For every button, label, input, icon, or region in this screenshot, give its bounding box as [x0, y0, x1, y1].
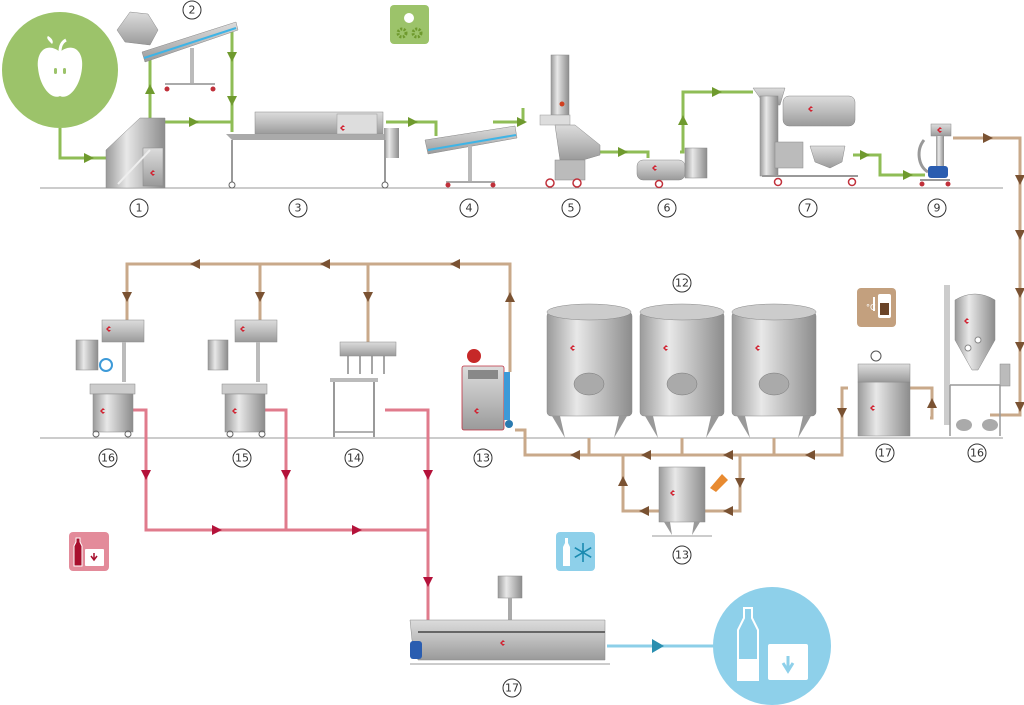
final-product-badge — [713, 587, 831, 705]
green-arrows — [84, 52, 913, 180]
red-arrows — [141, 470, 433, 587]
station-labels: 1 2 3 4 5 6 7 9 16 17 12 13 13 14 15 16 … — [98, 0, 987, 698]
svg-text:°C: °C — [866, 303, 876, 312]
station-number-text: 12 — [675, 277, 689, 290]
machine-3[interactable] — [226, 111, 399, 189]
station-number-text: 6 — [664, 202, 671, 215]
station-number-text: 17 — [878, 447, 892, 460]
station-number-4: 4 — [459, 198, 479, 218]
raw-fruit-badge — [2, 12, 118, 128]
station-number-16-filler: 16 — [98, 448, 118, 468]
bottle-box-icon — [73, 537, 104, 567]
station-number-15: 15 — [232, 448, 252, 468]
station-number-5: 5 — [561, 198, 581, 218]
station-number-3: 3 — [288, 198, 308, 218]
station-number-13-dosing: 13 — [672, 545, 692, 565]
station-number-text: 5 — [568, 202, 575, 215]
machine-14[interactable] — [330, 341, 397, 437]
station-number-text: 15 — [235, 452, 249, 465]
cooling-badge — [556, 532, 595, 571]
station-number-17-homogenizer: 17 — [875, 443, 895, 463]
machine-4[interactable] — [424, 125, 518, 188]
red-flow — [128, 408, 430, 625]
apple-gears-icon — [396, 13, 423, 39]
machine-7[interactable] — [752, 87, 858, 187]
station-number-16-deaerator: 16 — [967, 443, 987, 463]
bottle-snowflake-icon — [563, 538, 592, 566]
storage-tank-2[interactable] — [639, 303, 725, 438]
station-number-6: 6 — [657, 198, 677, 218]
machine-17-homogenizer[interactable] — [857, 350, 911, 437]
brown-arrows — [122, 133, 1024, 516]
machine-2[interactable] — [116, 11, 239, 92]
apple-icon — [37, 36, 83, 97]
station-number-14: 14 — [344, 448, 364, 468]
storage-tank-group[interactable] — [546, 303, 817, 438]
machine-15[interactable] — [207, 319, 278, 438]
station-number-text: 2 — [189, 4, 196, 17]
station-number-text: 14 — [347, 452, 361, 465]
machine-9[interactable] — [917, 123, 952, 187]
machine-16-filler[interactable] — [75, 319, 145, 438]
filling-badge — [69, 532, 109, 571]
station-number-text: 1 — [136, 202, 143, 215]
station-number-text: 16 — [101, 452, 115, 465]
storage-tank-3[interactable] — [731, 303, 817, 438]
machine-16-deaerator[interactable] — [944, 285, 1011, 436]
machine-13-dosing-tank[interactable] — [652, 466, 728, 537]
machine-6[interactable] — [636, 147, 708, 189]
storage-tank-1[interactable] — [546, 303, 633, 438]
blue-flow — [607, 639, 722, 653]
machine-13-pasteurizer[interactable] — [461, 349, 513, 431]
station-number-text: 13 — [476, 452, 490, 465]
station-number-1: 1 — [129, 198, 149, 218]
thermal-badge: °C — [857, 288, 896, 327]
station-number-9: 9 — [927, 198, 947, 218]
station-number-text: 13 — [675, 549, 689, 562]
machine-1[interactable] — [105, 117, 166, 189]
thermometer-tank-icon: °C — [866, 294, 891, 318]
machine-17-cooling-tunnel[interactable] — [409, 575, 610, 665]
station-number-17-cooling: 17 — [502, 678, 522, 698]
machine-5[interactable] — [539, 54, 601, 188]
station-number-text: 4 — [466, 202, 473, 215]
station-number-text: 7 — [805, 202, 812, 215]
station-number-text: 16 — [970, 447, 984, 460]
station-number-7: 7 — [798, 198, 818, 218]
station-number-13-pasteurizer: 13 — [473, 448, 493, 468]
station-number-2: 2 — [182, 0, 202, 20]
station-number-text: 9 — [934, 202, 941, 215]
processing-badge — [390, 5, 429, 44]
station-number-text: 17 — [505, 682, 519, 695]
station-number-12: 12 — [672, 273, 692, 293]
station-number-text: 3 — [295, 202, 302, 215]
